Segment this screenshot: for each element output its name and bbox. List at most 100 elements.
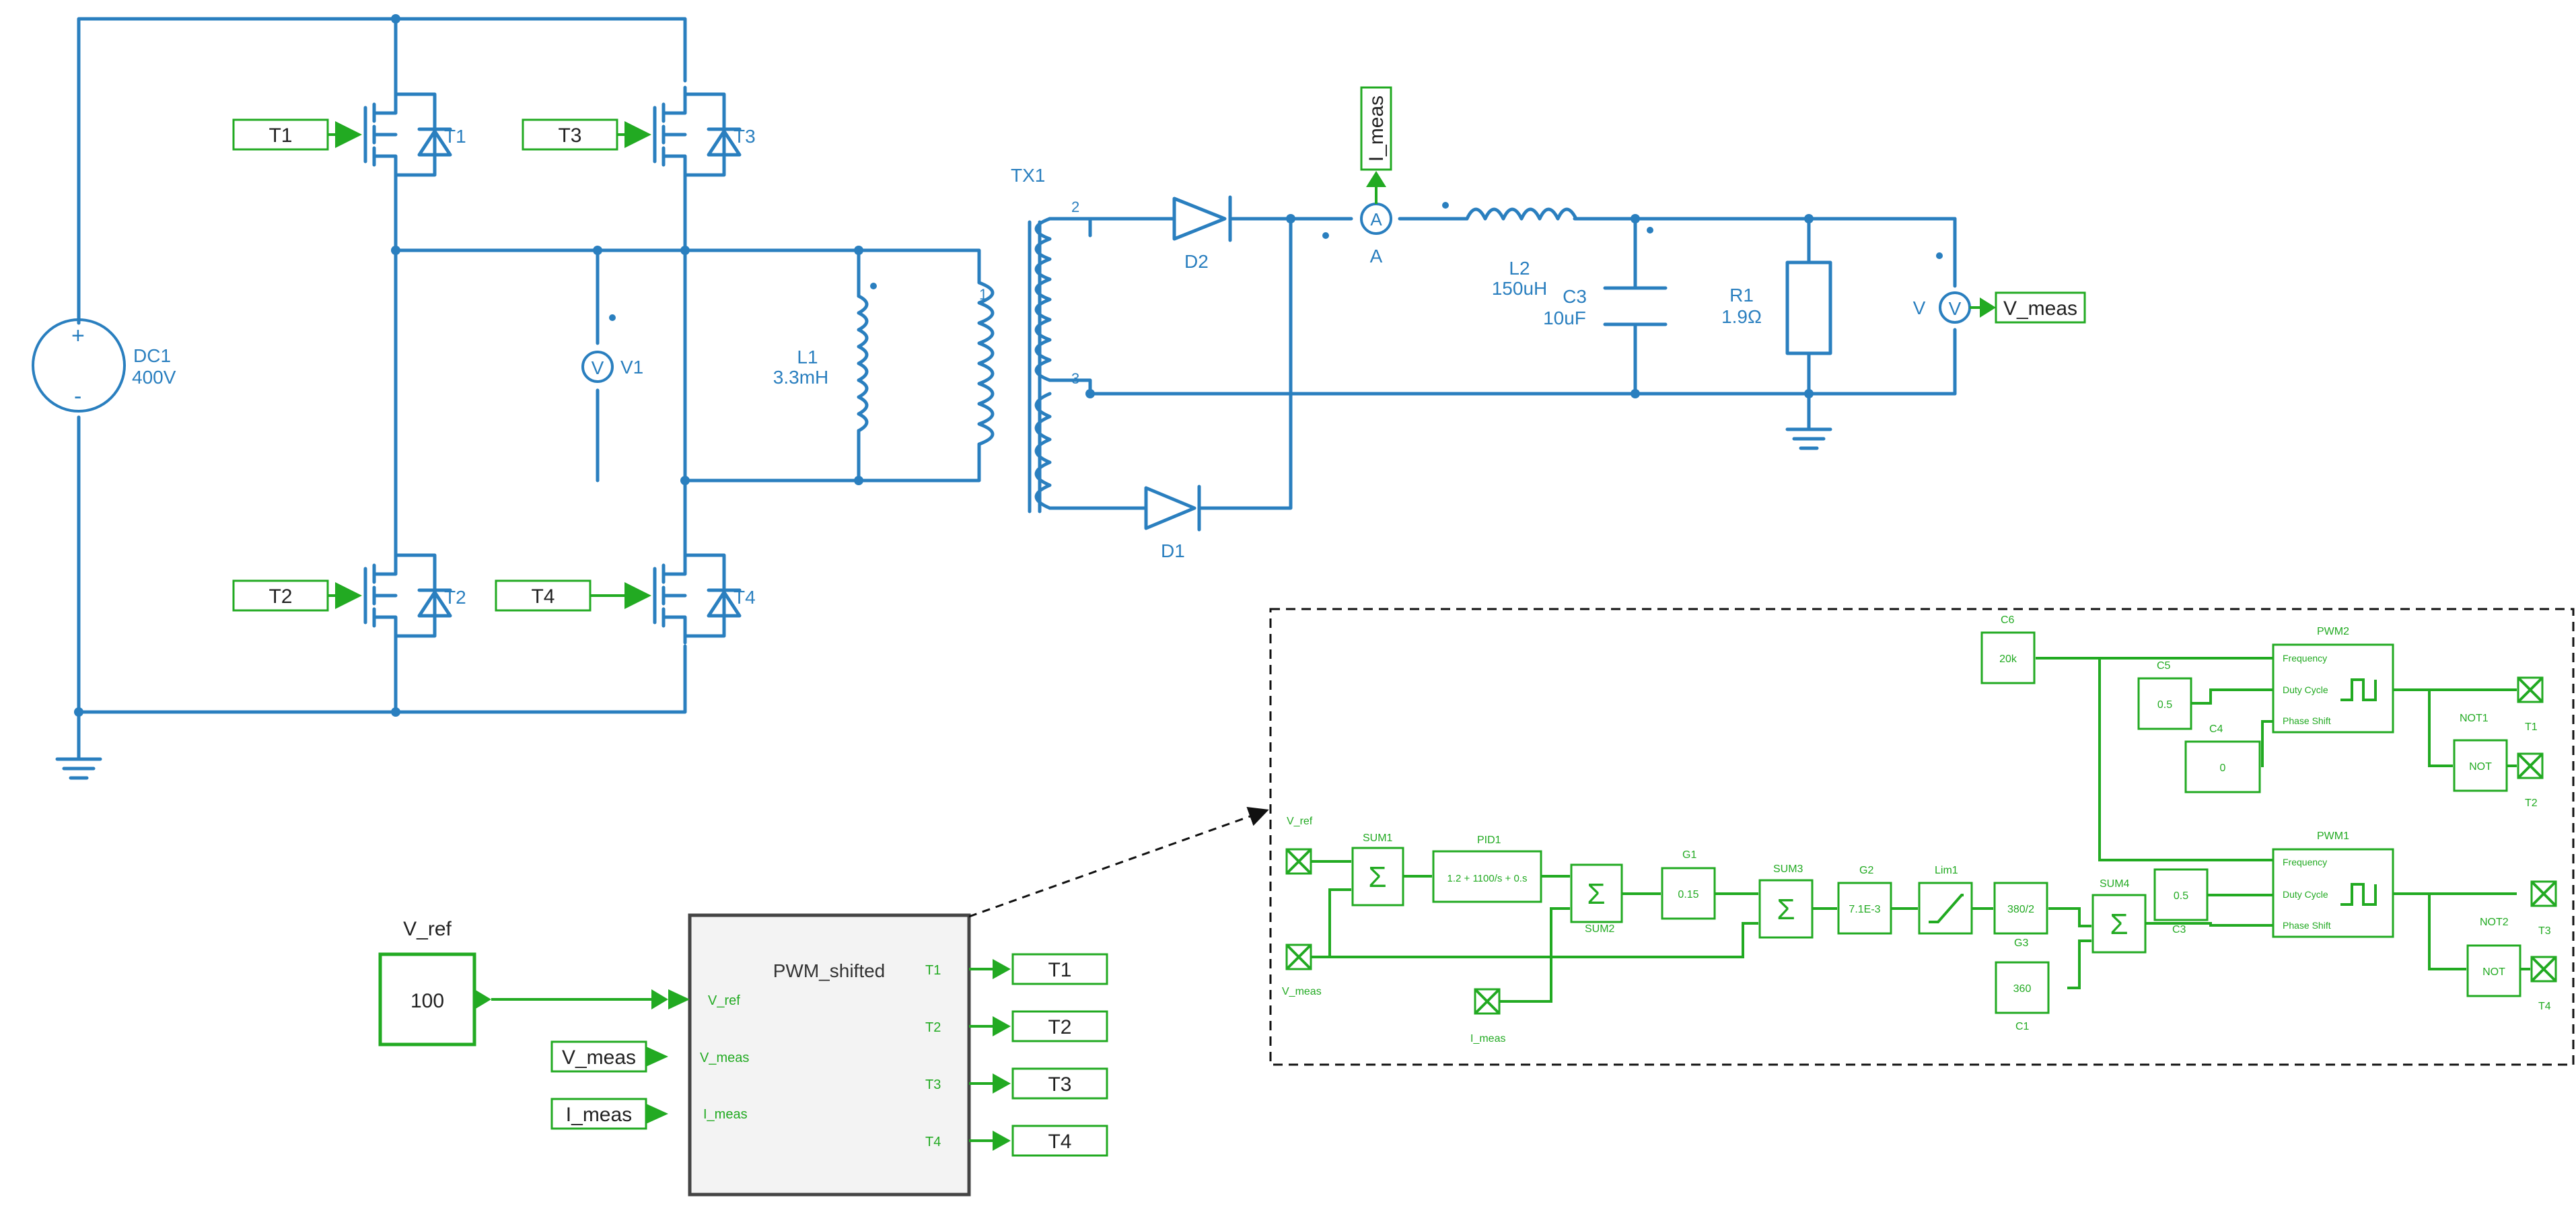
tag-out-t1[interactable] <box>1011 953 1108 985</box>
ctrl-in-vref[interactable]: V_ref <box>1285 816 1313 875</box>
g2-block[interactable]: 7.1E-3 G2 <box>1837 865 1892 935</box>
port-in-vmeas: V_meas <box>700 1051 749 1065</box>
vref-block[interactable]: 100 V_ref <box>378 918 491 1046</box>
transformer-name: TX1 <box>1011 165 1045 186</box>
tag-v-meas-in[interactable]: V_meas <box>550 1040 668 1073</box>
resistor-r1-value: 1.9Ω <box>1721 306 1762 327</box>
tag-i-meas-in[interactable]: I_meas <box>550 1098 668 1130</box>
pwm2-port-phase: Phase Shift <box>2283 715 2331 726</box>
pwm1-port-duty: Duty Cycle <box>2283 889 2328 900</box>
port-out-t2: T2 <box>925 1020 941 1035</box>
pid1-block[interactable]: 1.2 + 1100/s + 0.s PID1 <box>1432 834 1542 903</box>
dc-source-dc1[interactable]: + - DC1 400V <box>32 318 176 413</box>
inductor-l2[interactable]: L2 150uH <box>1465 207 1578 299</box>
c6-block[interactable]: 20k C6 <box>1980 614 2036 684</box>
sum1-block[interactable]: Σ SUM1 <box>1351 832 1404 907</box>
gate-tag-t2[interactable]: T2 <box>232 579 362 612</box>
gate-tag-t4[interactable]: T4 <box>495 579 651 612</box>
svg-text:I_meas: I_meas <box>1365 96 1388 162</box>
sum2-block[interactable]: Σ SUM2 <box>1570 863 1623 935</box>
square-wave-icon <box>2340 883 2377 906</box>
svg-text:I_meas: I_meas <box>566 1104 632 1126</box>
svg-text:T4: T4 <box>2538 1001 2551 1012</box>
ground-symbol-left <box>55 745 102 780</box>
c3-label: C3 <box>2172 924 2186 935</box>
ctrl-out-t2[interactable]: T2 <box>2517 752 2544 809</box>
svg-text:A: A <box>1370 209 1382 229</box>
resistor-r1[interactable]: R1 1.9Ω <box>1721 260 1832 355</box>
svg-text:360: 360 <box>2013 983 2032 995</box>
ctrl-out-t4[interactable]: T4 <box>2530 956 2557 1012</box>
port-in-imeas: I_meas <box>703 1107 748 1122</box>
diode-d2[interactable]: D2 <box>1172 195 1232 272</box>
tag-out-t2[interactable] <box>1011 1010 1108 1042</box>
c4-block[interactable]: 0 C4 <box>2184 723 2261 793</box>
svg-text:V: V <box>1949 298 1962 319</box>
lim1-block[interactable]: Lim1 <box>1918 865 1973 935</box>
diode-d1-label: D1 <box>1161 540 1185 561</box>
svg-text:0.15: 0.15 <box>1678 889 1698 900</box>
diode-d1[interactable]: D1 <box>1144 485 1201 561</box>
inductor-l2-value: 150uH <box>1492 278 1548 299</box>
c3-block[interactable]: 0.5 C3 <box>2153 868 2209 935</box>
ammeter[interactable]: A A <box>1360 171 1392 267</box>
g1-block[interactable]: 0.15 G1 <box>1661 849 1716 920</box>
mosfet-t2[interactable]: T2 <box>363 546 466 645</box>
ctrl-out-t1[interactable]: T1 <box>2517 676 2544 733</box>
g2-label: G2 <box>1859 865 1873 876</box>
transformer-tx1[interactable]: TX1 1 2 3 <box>977 165 1092 513</box>
svg-text:V: V <box>592 357 604 378</box>
capacitor-c3[interactable]: C3 10uF <box>1543 286 1668 335</box>
svg-text:T3: T3 <box>2538 925 2551 937</box>
g3-label: G3 <box>2014 937 2028 949</box>
svg-text:Σ: Σ <box>1777 893 1795 926</box>
svg-text:T3: T3 <box>558 125 581 147</box>
pwm2-block[interactable]: PWM2 Frequency Duty Cycle Phase Shift <box>2272 626 2394 734</box>
gate-tag-t1[interactable]: T1 <box>232 118 362 151</box>
voltmeter-v1[interactable]: V V1 <box>581 351 643 383</box>
svg-text:1.2 + 1100/s + 0.s: 1.2 + 1100/s + 0.s <box>1447 873 1528 884</box>
c6-label: C6 <box>2001 614 2015 626</box>
pwm-block-title: PWM_shifted <box>773 960 886 981</box>
ctrl-in-imeas[interactable]: I_meas <box>1470 988 1505 1044</box>
inductor-l1-value: 3.3mH <box>773 367 828 388</box>
not1-block[interactable]: NOT NOT1 <box>2453 713 2508 792</box>
svg-text:Σ: Σ <box>1368 861 1386 894</box>
dc-minus-sign: - <box>74 384 81 409</box>
tag-out-t3-label: T3 <box>1048 1073 1071 1096</box>
svg-text:V_meas: V_meas <box>1282 986 1322 997</box>
pwm1-label: PWM1 <box>2317 830 2349 842</box>
c4-label: C4 <box>2209 723 2223 735</box>
junction-dots <box>74 14 1943 717</box>
sum4-block[interactable]: Σ SUM4 <box>2091 878 2147 954</box>
tag-v-meas[interactable]: V_meas <box>1995 291 2086 324</box>
capacitor-c3-value: 10uF <box>1543 308 1586 328</box>
inductor-l1[interactable]: L1 3.3mH <box>773 294 869 433</box>
not2-block[interactable]: NOT NOT2 <box>2466 917 2521 997</box>
vref-title: V_ref <box>403 918 452 940</box>
g3-block[interactable]: 380/2 G3 <box>1993 882 2048 949</box>
mosfet-label: T4 <box>734 587 756 608</box>
mosfet-t3[interactable]: T3 <box>653 85 756 184</box>
c5-block[interactable]: 0.5 C5 <box>2137 660 2192 730</box>
mosfet-t4[interactable]: T4 <box>653 546 756 645</box>
dc-plus-sign: + <box>71 323 85 349</box>
vref-value: 100 <box>410 990 444 1012</box>
c1-block[interactable]: 360 C1 <box>1995 961 2050 1032</box>
ctrl-out-t3[interactable]: T3 <box>2530 880 2557 937</box>
pwm1-block[interactable]: PWM1 Frequency Duty Cycle Phase Shift <box>2272 830 2394 938</box>
tag-out-t3[interactable] <box>1011 1067 1108 1100</box>
pid1-label: PID1 <box>1477 834 1501 846</box>
svg-text:V_meas: V_meas <box>562 1046 636 1069</box>
gate-tag-t3[interactable]: T3 <box>522 118 651 151</box>
voltmeter-output[interactable]: V V <box>1913 291 1996 324</box>
mosfet-label: T2 <box>444 587 466 608</box>
mosfet-t1[interactable]: T1 <box>363 85 466 184</box>
sum3-block[interactable]: Σ SUM3 <box>1758 863 1814 939</box>
svg-text:0: 0 <box>2220 762 2226 774</box>
tag-i-meas-vertical[interactable]: I_meas <box>1360 86 1392 171</box>
tag-out-t4[interactable] <box>1011 1125 1108 1157</box>
ammeter-label: A <box>1370 246 1383 267</box>
ctrl-in-vmeas[interactable]: V_meas <box>1282 944 1322 997</box>
pwm-shifted-block[interactable]: PWM_shifted V_ref V_meas I_meas T1 T2 T3… <box>688 913 971 1197</box>
